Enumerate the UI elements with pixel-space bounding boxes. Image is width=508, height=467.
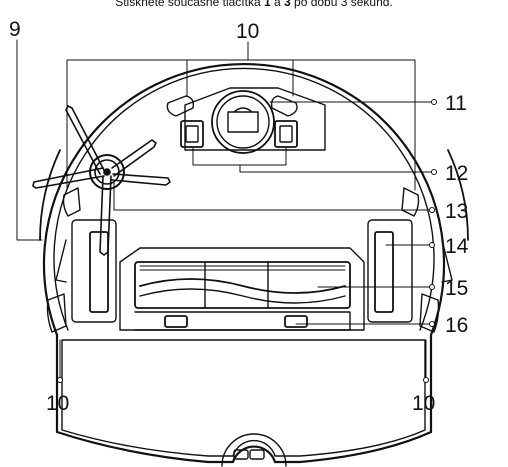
leader-end-15 bbox=[429, 284, 435, 290]
dust-bin-outline bbox=[61, 339, 426, 457]
caption-text-after: po dobu 3 sekund. bbox=[290, 0, 393, 9]
sensor-ring-inner bbox=[216, 95, 270, 149]
callout-lines bbox=[16, 39, 437, 383]
brush-latch-right bbox=[284, 315, 308, 328]
caption-text-before: Stiskněte současně tlačítka bbox=[115, 0, 264, 9]
side-brush-hub-center bbox=[103, 168, 111, 176]
cliff-sensor-top-right bbox=[270, 95, 298, 117]
bumper-edge-left bbox=[39, 149, 61, 241]
cliff-sensor-low-left bbox=[46, 293, 67, 333]
wheel-left-housing bbox=[71, 219, 117, 323]
charge-contact-right-inner bbox=[279, 125, 293, 143]
callout-10-right: 10 bbox=[412, 392, 435, 415]
cliff-sensor-mid-right bbox=[401, 187, 420, 217]
side-brush-arm-5 bbox=[111, 173, 171, 186]
brush-chevron bbox=[139, 278, 346, 294]
leader-end-16 bbox=[429, 321, 435, 327]
charge-contact-left-inner bbox=[185, 125, 199, 143]
cliff-sensor-mid-left bbox=[62, 187, 81, 217]
leader-end-10-left bbox=[57, 377, 63, 383]
brush-cover-bar bbox=[134, 311, 351, 331]
side-brush-arm-4 bbox=[111, 139, 157, 177]
body-outline bbox=[42, 62, 446, 464]
leader-end-12 bbox=[431, 169, 437, 175]
body-inner-rim bbox=[53, 67, 435, 331]
bumper-edge-right bbox=[447, 149, 469, 241]
brush-latch-left bbox=[164, 315, 188, 328]
side-brush-hub bbox=[89, 154, 125, 190]
caption-key-1: 1 bbox=[263, 0, 271, 9]
leader-end-13 bbox=[429, 207, 435, 213]
cliff-sensors bbox=[46, 95, 440, 333]
dust-bin-handle bbox=[221, 433, 287, 467]
drive-wheels bbox=[71, 219, 413, 323]
leader-12 bbox=[192, 146, 433, 173]
brush-chevron-2 bbox=[139, 288, 346, 304]
side-brush-arm-1 bbox=[65, 105, 106, 175]
caption-key-3: 3 bbox=[284, 0, 291, 9]
side-brush bbox=[32, 105, 171, 256]
callout-12: 12 bbox=[445, 162, 468, 185]
side-brush-hub-inner bbox=[94, 159, 120, 185]
wheel-right bbox=[374, 231, 394, 313]
cliff-sensor-low-right bbox=[419, 293, 440, 333]
side-brush-arm-2 bbox=[32, 167, 105, 189]
callout-11: 11 bbox=[445, 92, 467, 115]
callout-14: 14 bbox=[445, 235, 469, 258]
sensor-window bbox=[227, 111, 259, 133]
leader-13 bbox=[113, 179, 431, 211]
leader-10-top bbox=[66, 41, 416, 191]
side-brush-arm-3 bbox=[99, 175, 112, 256]
callout-9: 9 bbox=[9, 18, 21, 41]
side-notch-right bbox=[441, 239, 453, 283]
brush-roller bbox=[134, 261, 351, 309]
wheel-left bbox=[89, 231, 109, 313]
instruction-caption: Stiskněte současně tlačítka 1 a 3 po dob… bbox=[0, 0, 508, 9]
center-module-plate bbox=[184, 87, 326, 151]
wheel-right-housing bbox=[367, 219, 413, 323]
leader-end-14 bbox=[429, 242, 435, 248]
main-brush-assembly bbox=[119, 247, 365, 331]
callout-10-top: 10 bbox=[236, 20, 259, 43]
cliff-sensor-top-left bbox=[166, 95, 195, 117]
leader-9 bbox=[16, 39, 43, 241]
caption-text-between: a bbox=[270, 0, 284, 9]
brush-bristles-top bbox=[139, 265, 346, 271]
callout-10-left: 10 bbox=[46, 392, 69, 415]
sensor-window-top bbox=[233, 107, 253, 113]
charge-contact-left bbox=[180, 120, 204, 148]
callout-13: 13 bbox=[445, 200, 468, 223]
dust-bin-latch-2 bbox=[249, 449, 265, 460]
callout-labels: 9 10 10 10 11 12 13 14 15 16 bbox=[9, 18, 469, 415]
charge-contact-right bbox=[274, 120, 298, 148]
center-module bbox=[180, 87, 326, 154]
brush-frame bbox=[119, 247, 365, 331]
callout-15: 15 bbox=[445, 277, 468, 300]
dust-bin-panel bbox=[61, 339, 426, 467]
leader-end-11 bbox=[431, 99, 437, 105]
callout-16: 16 bbox=[445, 314, 468, 337]
robot-body bbox=[39, 62, 469, 464]
dust-bin-latch bbox=[233, 449, 249, 460]
leader-end-10-right bbox=[423, 377, 429, 383]
side-notch-left bbox=[55, 239, 67, 283]
sensor-ring bbox=[211, 90, 275, 154]
